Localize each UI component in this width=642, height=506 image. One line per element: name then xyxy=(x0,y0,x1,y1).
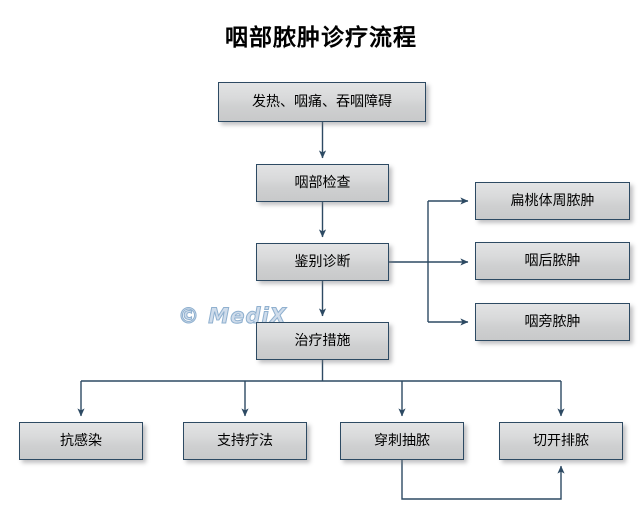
node-treatment[interactable]: 治疗措施 xyxy=(256,322,389,360)
node-supportive-therapy-label: 支持疗法 xyxy=(217,433,273,449)
connector-aspiration-to-incision xyxy=(401,460,565,500)
node-pharyngeal-exam[interactable]: 咽部检查 xyxy=(256,164,389,202)
node-parapharyngeal-abscess[interactable]: 咽旁脓肿 xyxy=(475,303,630,341)
node-incision-drainage[interactable]: 切开排脓 xyxy=(499,422,623,460)
node-pharyngeal-exam-label: 咽部检查 xyxy=(294,175,351,191)
node-anti-infection-label: 抗感染 xyxy=(60,433,102,449)
node-incision-drainage-label: 切开排脓 xyxy=(533,433,589,449)
node-retropharyngeal-abscess[interactable]: 咽后脓肿 xyxy=(475,242,630,280)
node-retropharyngeal-abscess-label: 咽后脓肿 xyxy=(524,253,581,269)
node-anti-infection[interactable]: 抗感染 xyxy=(19,422,143,460)
page-title: 咽部脓肿诊疗流程 xyxy=(225,25,417,51)
node-symptoms[interactable]: 发热、咽痛、吞咽障碍 xyxy=(218,82,426,122)
node-differential-diagnosis-label: 鉴别诊断 xyxy=(294,254,351,270)
node-differential-diagnosis[interactable]: 鉴别诊断 xyxy=(256,243,389,281)
node-parapharyngeal-abscess-label: 咽旁脓肿 xyxy=(524,314,581,330)
node-supportive-therapy[interactable]: 支持疗法 xyxy=(183,422,307,460)
node-needle-aspiration-label: 穿刺抽脓 xyxy=(374,433,430,449)
node-symptoms-label: 发热、咽痛、吞咽障碍 xyxy=(252,94,392,110)
node-peritonsillar-abscess-label: 扁桃体周脓肿 xyxy=(510,193,595,209)
node-needle-aspiration[interactable]: 穿刺抽脓 xyxy=(340,422,464,460)
node-peritonsillar-abscess[interactable]: 扁桃体周脓肿 xyxy=(475,182,630,220)
node-treatment-label: 治疗措施 xyxy=(294,333,351,349)
